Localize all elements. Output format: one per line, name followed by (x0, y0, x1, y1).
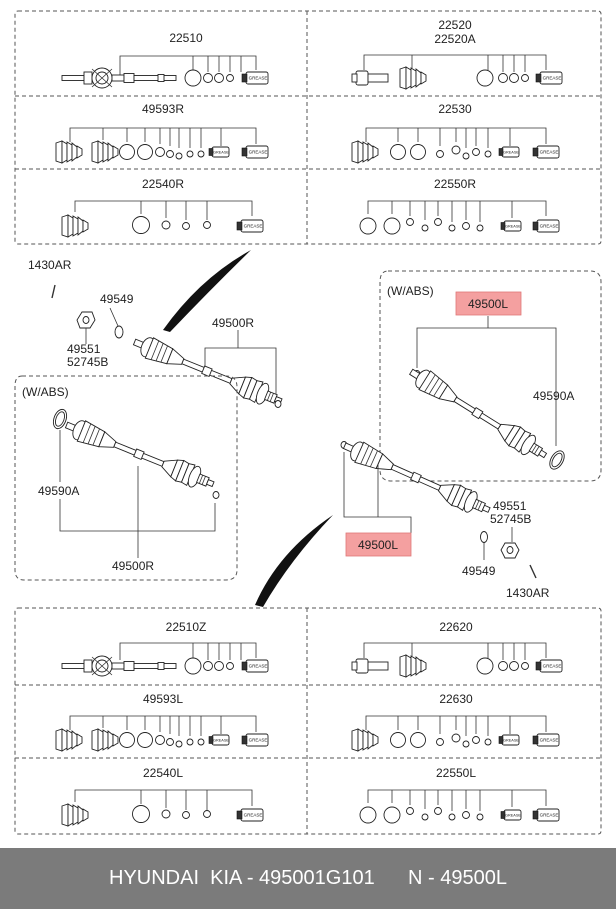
top-panel-5: 22540R (61, 177, 264, 238)
label-22530: 22530 (438, 102, 472, 116)
label-52745b-left: 52745B (67, 355, 108, 369)
top-panel-1: 22510 (61, 31, 269, 89)
label-52745b-right: 52745B (490, 512, 531, 526)
top-parts-group: 22510 (14, 10, 602, 245)
bottom-panel-6: 22550L (359, 766, 560, 824)
label-49551-right: 49551 (493, 499, 527, 513)
label-49500l-bottom: 49500L (358, 538, 398, 552)
label-49500r-bottom: 49500R (112, 559, 154, 573)
label-wabs-right: (W/ABS) (387, 284, 434, 298)
highlight-49500l-top (455, 291, 522, 316)
parts-diagram: GREASE GREASE (14, 10, 602, 835)
top-panel-3: 49593R (55, 102, 269, 164)
highlight-49500l-bottom (345, 532, 412, 557)
bottom-panel-5: 22540L (61, 766, 264, 827)
label-49593l: 49593L (143, 692, 183, 706)
bottom-frame (14, 607, 602, 835)
label-49590a-left: 49590A (38, 484, 79, 498)
label-22510: 22510 (169, 31, 203, 45)
label-22540r: 22540R (142, 177, 184, 191)
label-49590a-right: 49590A (533, 389, 574, 403)
driveshaft-49500r-abs (62, 414, 218, 495)
label-22620: 22620 (439, 620, 473, 634)
driveshaft-49500l-abs (404, 361, 552, 466)
label-22520: 22520 (438, 18, 472, 32)
abs-box-right (379, 270, 602, 482)
swoosh-arrow-top (163, 250, 251, 332)
bottom-panel-4: 22630 (351, 692, 560, 752)
top-panel-4: 22530 (351, 102, 560, 164)
label-22520a: 22520A (434, 32, 475, 46)
driveshaft-49500r (130, 331, 286, 412)
label-wabs-left: (W/ABS) (22, 385, 69, 399)
label-49500l-top: 49500L (468, 297, 508, 311)
grease-tube-icon (241, 71, 269, 85)
label-22630: 22630 (439, 692, 473, 706)
bottom-panel-1: 22510Z (61, 620, 269, 677)
footer-part-number: HYUNDAI KIA - 495001G101 N - 49500L (109, 867, 507, 889)
washer-left (114, 325, 124, 339)
washer-right (480, 531, 488, 543)
label-1430ar-right: 1430AR (506, 586, 550, 600)
label-1430ar-left: 1430AR (28, 258, 72, 272)
swoosh-arrow-bottom (255, 515, 333, 607)
label-49593r: 49593R (142, 102, 184, 116)
bottom-parts-group: 22510Z (14, 607, 602, 835)
driveshaft-49500l (339, 435, 494, 521)
bottom-panel-3: 49593L (55, 692, 269, 752)
top-frame (14, 10, 602, 245)
label-22510z: 22510Z (166, 620, 207, 634)
bottom-panel-2: 22620 (351, 620, 563, 678)
abs-box-left (14, 375, 238, 581)
label-49551-left: 49551 (67, 342, 101, 356)
ring-part (184, 69, 202, 87)
label-49549-left: 49549 (100, 292, 134, 306)
label-22550l: 22550L (436, 766, 476, 780)
top-panel-6: 22550R (359, 177, 560, 235)
footer-bar: HYUNDAI KIA - 495001G101 N - 49500L (0, 848, 616, 909)
top-panel-2: 22520 22520A (351, 18, 563, 90)
label-49549-right: 49549 (462, 564, 496, 578)
label-22550r: 22550R (434, 177, 476, 191)
middle-assembly: 1430AR 49549 49551 52745B 49500R (W/ABS)… (14, 250, 602, 607)
label-49500r-top: 49500R (212, 316, 254, 330)
label-22540l: 22540L (143, 766, 183, 780)
